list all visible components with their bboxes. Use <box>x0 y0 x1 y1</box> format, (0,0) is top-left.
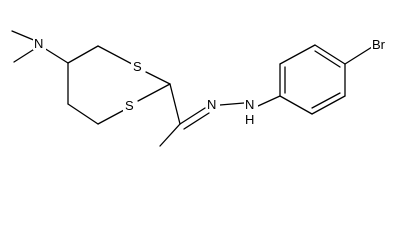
bond-s1-c6 <box>97 108 127 125</box>
bond-n-ring <box>43 47 69 64</box>
atom-h-hydrazine: H <box>245 112 254 127</box>
bond-c5-c4 <box>67 45 99 64</box>
bond-ar-br <box>344 46 373 65</box>
atom-n-amine: N <box>34 36 43 51</box>
bond-ar-3-inner <box>314 50 341 68</box>
bond-ar-2 <box>279 44 316 65</box>
atom-n-hydrazine: N <box>245 97 254 112</box>
n-imine-bg <box>206 96 220 112</box>
atom-br: Br <box>372 37 386 52</box>
s-upper-bg <box>131 58 145 74</box>
bond-ar-6 <box>279 95 313 115</box>
bond-c2-s1 <box>137 83 171 102</box>
bond-ar-5 <box>311 95 346 115</box>
bond-n-n <box>219 102 245 106</box>
bond-nh-ring <box>257 95 281 107</box>
bond-c2-cimine <box>169 83 181 125</box>
bond-ar-5-inner <box>311 92 341 109</box>
atom-n-imine: N <box>207 97 216 112</box>
bond-c-n-double-1 <box>179 107 206 125</box>
bond-c4-s3 <box>97 45 133 65</box>
structure-canvas: N S S N N H Br <box>11 30 393 147</box>
bond-cimine-methyl <box>159 123 181 147</box>
atom-s-upper: S <box>133 59 142 74</box>
n-amine-bg <box>33 35 46 50</box>
h-hydrazine-bg <box>244 111 258 127</box>
br-bg <box>371 36 393 52</box>
bond-c6-c5 <box>67 103 99 125</box>
bond-s3-c2 <box>145 71 171 85</box>
molecule-structure: N S S N N H Br <box>11 30 393 147</box>
n-hydrazine-bg <box>244 96 258 111</box>
bond-c-n-double-2 <box>183 112 210 130</box>
bond-n-methyl-upper <box>11 30 37 42</box>
atom-s-lower: S <box>125 98 134 113</box>
bond-ar-3 <box>314 44 346 65</box>
bond-n-methyl-lower <box>13 47 37 63</box>
s-lower-bg <box>123 96 137 112</box>
